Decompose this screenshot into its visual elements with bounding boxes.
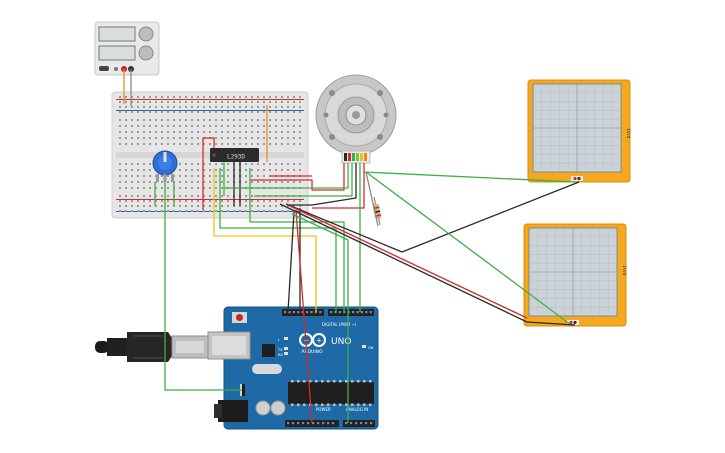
wire-motor-green-2[interactable] (254, 163, 353, 197)
atmega-chip (288, 382, 374, 404)
scope-2-probe-positive[interactable] (569, 320, 573, 325)
motor-screw (377, 90, 383, 96)
wire-scope2-signal[interactable] (365, 171, 572, 326)
wire-motor-red[interactable] (250, 163, 345, 191)
svg-text:+: + (316, 337, 322, 345)
pot-indicator (163, 152, 167, 162)
scope-2-grid (529, 228, 617, 316)
wire-bb-red-ic[interactable] (203, 137, 215, 148)
top-rail-positive-line (116, 99, 304, 100)
wire-scope1-gnd[interactable] (285, 181, 580, 253)
wire-red-5v[interactable] (295, 209, 313, 424)
digital-label: DIGITAL (PWM ~) (322, 322, 357, 327)
wire-green-analog[interactable] (291, 213, 349, 423)
top-rail-negative-line (116, 110, 304, 111)
scope-1-scale-label: 1V/d (625, 128, 631, 138)
ic-label: L293D (227, 154, 245, 161)
l293d-ic[interactable]: L293D (210, 148, 259, 162)
motor-screw (377, 134, 383, 140)
wire-motor-black[interactable] (288, 163, 357, 206)
dc-motor-encoder[interactable] (315, 74, 397, 164)
wire-black-gnd-d2[interactable] (287, 211, 295, 313)
scope-1-probe-negative[interactable] (577, 176, 581, 181)
wire-motor-green-1[interactable] (224, 163, 349, 189)
power-label: POWER (316, 407, 331, 412)
ps-power-switch[interactable] (99, 66, 109, 71)
analog-header[interactable] (343, 420, 375, 427)
wire-green-to-d[interactable] (219, 168, 337, 312)
scope-2-probe-negative[interactable] (573, 320, 577, 325)
wire-pot-to-a0[interactable] (164, 182, 242, 391)
wires[interactable] (123, 69, 580, 424)
digital-header-high[interactable] (328, 309, 374, 316)
reset-button[interactable] (236, 314, 243, 321)
power-supply[interactable] (94, 21, 160, 76)
scope-2-scale-label: 1V/d (621, 265, 627, 275)
wire-scope2-red[interactable] (289, 205, 528, 319)
wire-resistor-lead[interactable] (365, 171, 379, 227)
ps-voltage-knob[interactable] (138, 26, 154, 42)
bottom-rail-positive-line (116, 199, 304, 200)
capacitor (270, 400, 286, 416)
ps-display-voltage (98, 26, 136, 42)
on-label: ON (368, 346, 374, 350)
arduino-brand: ARDUINO (301, 349, 323, 355)
ps-current-knob[interactable] (138, 45, 154, 61)
capacitor (255, 400, 271, 416)
wire-scope2-gnd[interactable] (279, 203, 576, 326)
wire-scope1-signal[interactable] (363, 171, 576, 183)
arduino-model: UNO (331, 337, 351, 347)
motor-screw (329, 90, 335, 96)
ps-display-current (98, 45, 136, 61)
usb-cable[interactable] (95, 332, 209, 362)
wire-motor-red-2[interactable] (312, 163, 365, 209)
wire-yellow-to-d[interactable] (213, 168, 317, 312)
potentiometer[interactable] (152, 150, 178, 182)
scope-1-probe-positive[interactable] (573, 176, 577, 181)
l-label: L (278, 338, 280, 342)
rx-label: RX (278, 353, 283, 357)
scope-1-grid (533, 84, 621, 172)
power-jack[interactable] (218, 400, 248, 422)
oscilloscope-2[interactable]: 1V/d (523, 223, 627, 327)
usb-chip (262, 344, 275, 357)
oscilloscope-1[interactable]: 1V/d (527, 79, 631, 183)
motor-screw (329, 134, 335, 140)
arduino-uno[interactable]: − + ARDUINO UNO DIGITAL (PWM ~) POWER AN… (207, 306, 379, 430)
crystal (252, 364, 282, 374)
tx-label: TX (277, 348, 283, 352)
analog-label: ANALOG IN (346, 407, 368, 412)
